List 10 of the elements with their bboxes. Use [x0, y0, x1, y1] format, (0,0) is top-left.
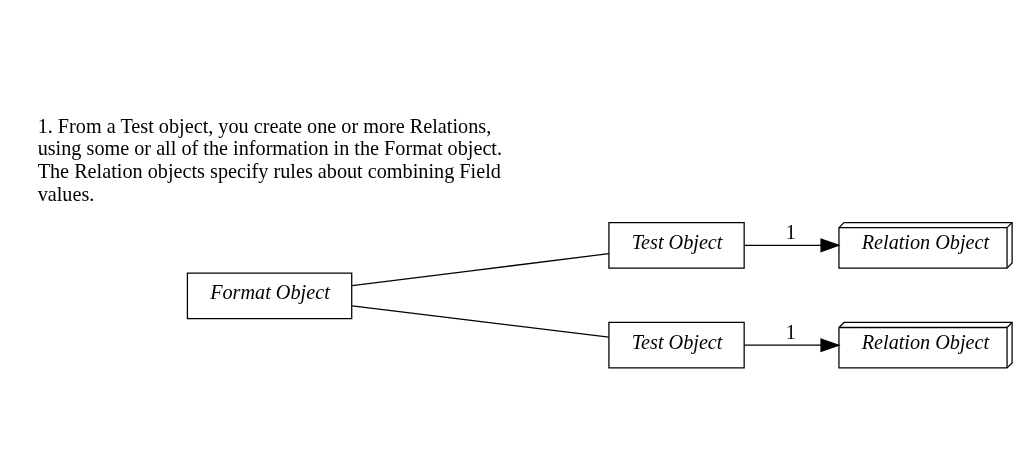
connector [351, 253, 610, 287]
arrow [743, 338, 841, 353]
node-box: Test Object [608, 321, 745, 369]
arrow [743, 238, 841, 253]
connector [351, 305, 610, 338]
node-box: Test Object [608, 221, 745, 269]
edge-label: 1 [785, 320, 796, 343]
node-box: Format Object [186, 272, 353, 320]
label: 1. From a Test object, you create one or more Relations, using some or all of the information in the Format object. The Relation objects specify rules about combining Field values. [37, 114, 503, 205]
edge-label: 1 [785, 220, 796, 243]
